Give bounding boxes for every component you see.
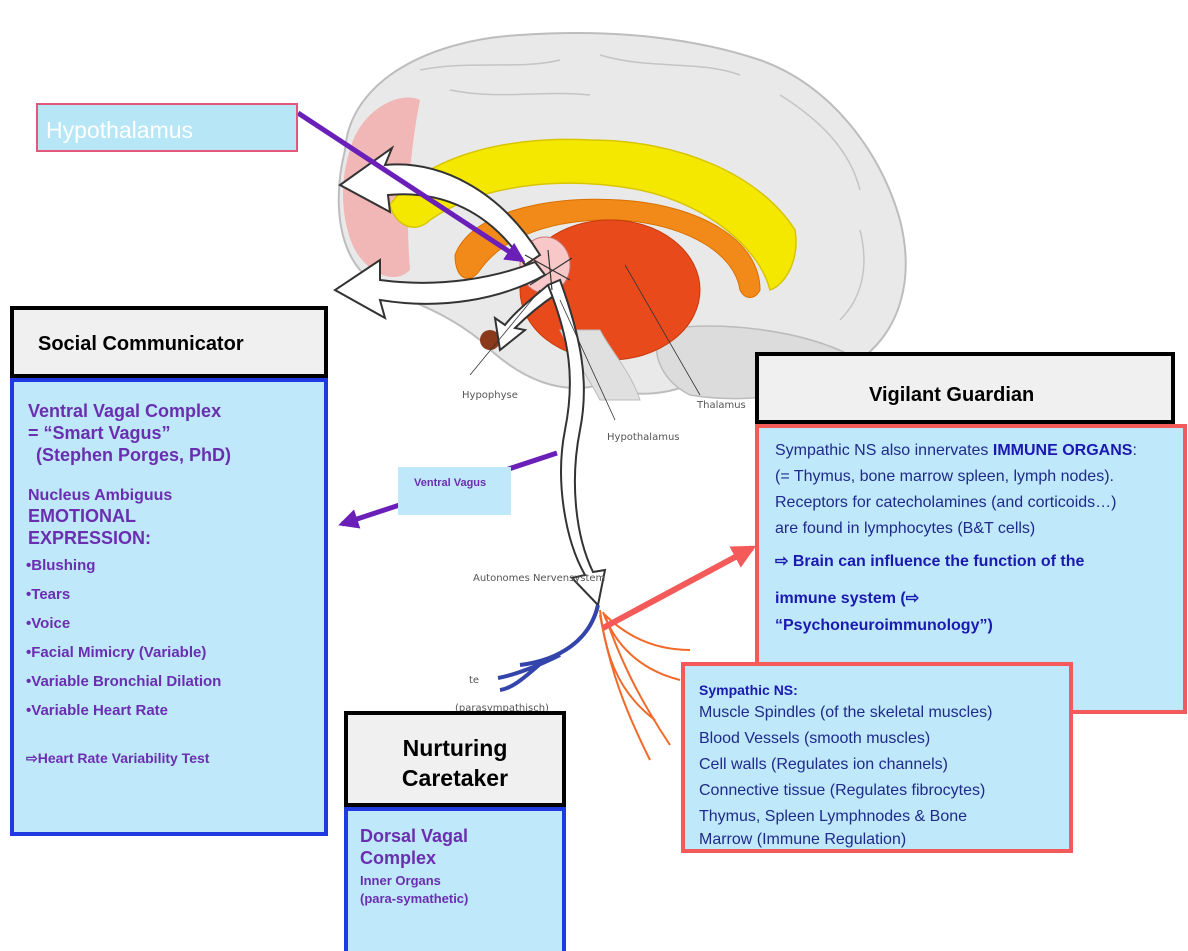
fragment-label: te: [469, 675, 479, 686]
bullet-item: •Variable Bronchial Dilation: [26, 673, 221, 690]
vg-line-5: ⇨ Brain can influence the function of th…: [775, 551, 1084, 571]
vg-line-2: (= Thymus, bone marrow spleen, lymph nod…: [775, 468, 1114, 486]
sympathetic-fibers: [600, 610, 690, 760]
bullet-item: •Blushing: [26, 557, 95, 574]
porges-credit: (Stephen Porges, PhD): [36, 444, 231, 466]
vg-line-4: are found in lymphocytes (B&T cells): [775, 520, 1035, 538]
parasympathetic-nerve: [498, 605, 598, 690]
smart-vagus: = “Smart Vagus”: [28, 422, 171, 444]
nurturing-caretaker-title: Nurturing Caretaker: [344, 711, 566, 807]
sympathic-ns-panel: Sympathic NS: Muscle Spindles (of the sk…: [681, 662, 1073, 853]
hypothalamus-brain-label: Hypothalamus: [607, 432, 680, 443]
list-item: Thymus, Spleen Lymphnodes & Bone: [699, 808, 967, 826]
bullet-item: •Voice: [26, 615, 70, 632]
para-symathetic: (para-symathetic): [360, 891, 468, 906]
sympathetic-arrow: [603, 548, 752, 628]
bullet-item: •Variable Heart Rate: [26, 702, 168, 719]
sympathic-ns-title: Sympathic NS:: [699, 682, 798, 698]
ventral-vagal-complex: Ventral Vagal Complex: [28, 400, 221, 422]
social-communicator-panel: Ventral Vagal Complex = “Smart Vagus” (S…: [10, 378, 328, 836]
list-item: Marrow (Immune Regulation): [699, 831, 906, 849]
inner-organs: Inner Organs: [360, 873, 441, 888]
thalamus-label: Thalamus: [697, 400, 746, 411]
vg-line-6: immune system (⇨: [775, 588, 919, 608]
autonomes-label: Autonomes Nervensystem: [473, 573, 605, 584]
hrv-test: ⇨Heart Rate Variability Test: [26, 750, 209, 767]
nurturing-title-line-2: Caretaker: [348, 763, 562, 793]
emotional-label: EMOTIONAL: [28, 505, 136, 527]
bullet-item: •Tears: [26, 586, 70, 603]
hypothalamus-box: Hypothalamus: [36, 103, 298, 152]
nurturing-title-line-1: Nurturing: [348, 733, 562, 763]
nucleus-ambiguus: Nucleus Ambiguus: [28, 485, 172, 507]
list-item: Connective tissue (Regulates fibrocytes): [699, 782, 985, 800]
vigilant-guardian-title: Vigilant Guardian: [755, 352, 1175, 424]
social-communicator-title: Social Communicator: [10, 306, 328, 378]
list-item: Muscle Spindles (of the skeletal muscles…: [699, 704, 992, 722]
ventral-vagus-label: Ventral Vagus: [398, 467, 511, 515]
vg-line-1: Sympathic NS also innervates IMMUNE ORGA…: [775, 442, 1137, 460]
vg-line-3: Receptors for catecholamines (and cortic…: [775, 494, 1116, 512]
expression-label: EXPRESSION:: [28, 527, 151, 549]
hypophyse-label: Hypophyse: [462, 390, 518, 401]
bullet-item: •Facial Mimicry (Variable): [26, 644, 206, 661]
list-item: Blood Vessels (smooth muscles): [699, 730, 930, 748]
list-item: Cell walls (Regulates ion channels): [699, 756, 948, 774]
hypothalamus-box-label: Hypothalamus: [46, 117, 193, 144]
vg-line-7: “Psychoneuroimmunology”): [775, 617, 993, 635]
